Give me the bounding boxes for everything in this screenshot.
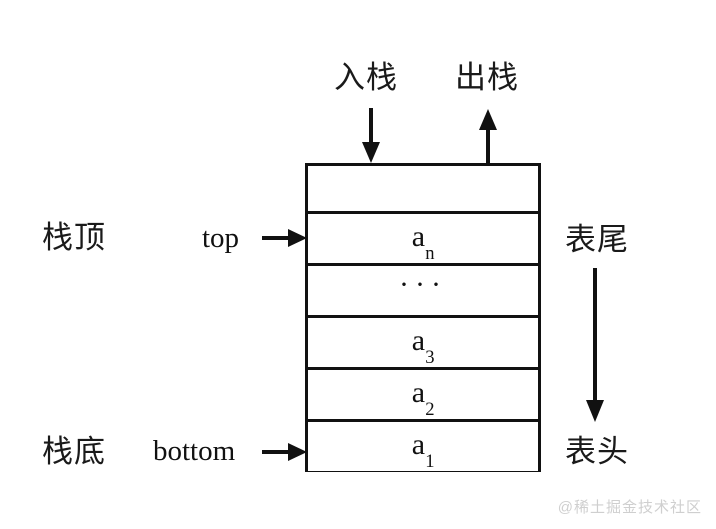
list-head-label: 表头 xyxy=(565,434,629,469)
bottom-pointer-label: bottom xyxy=(153,435,236,467)
stack-cell-ellipsis: ··· xyxy=(308,263,538,315)
arrow-down-icon xyxy=(362,108,380,163)
stack-cell-a1: a1 xyxy=(308,419,538,471)
stack-cell-an: an xyxy=(308,211,538,263)
list-tail-label: 表尾 xyxy=(565,222,629,257)
arrow-up-icon xyxy=(479,109,497,164)
arrow-right-icon xyxy=(262,229,307,247)
stack-cell-label: an xyxy=(411,219,435,264)
stack-cell-label: a3 xyxy=(411,323,435,368)
stack-cell-label: a2 xyxy=(411,375,435,420)
stack-top-label: 栈顶 xyxy=(42,220,106,255)
stack-cell-a3: a3 xyxy=(308,315,538,367)
push-label: 入栈 xyxy=(334,60,398,95)
arrow-down-long-icon xyxy=(586,268,604,422)
ellipsis-label: ··· xyxy=(399,267,447,301)
arrow-right-icon xyxy=(262,443,307,461)
stack-container: an ··· a3 a2 a1 xyxy=(305,163,541,472)
pop-label: 出栈 xyxy=(455,60,519,95)
watermark-text: @稀土掘金技术社区 xyxy=(557,499,702,516)
top-pointer-label: top xyxy=(202,222,240,254)
stack-bottom-label: 栈底 xyxy=(42,434,106,469)
stack-cell-a2: a2 xyxy=(308,367,538,419)
stack-cell-label: a1 xyxy=(411,427,435,472)
stack-cell-empty xyxy=(308,166,538,211)
